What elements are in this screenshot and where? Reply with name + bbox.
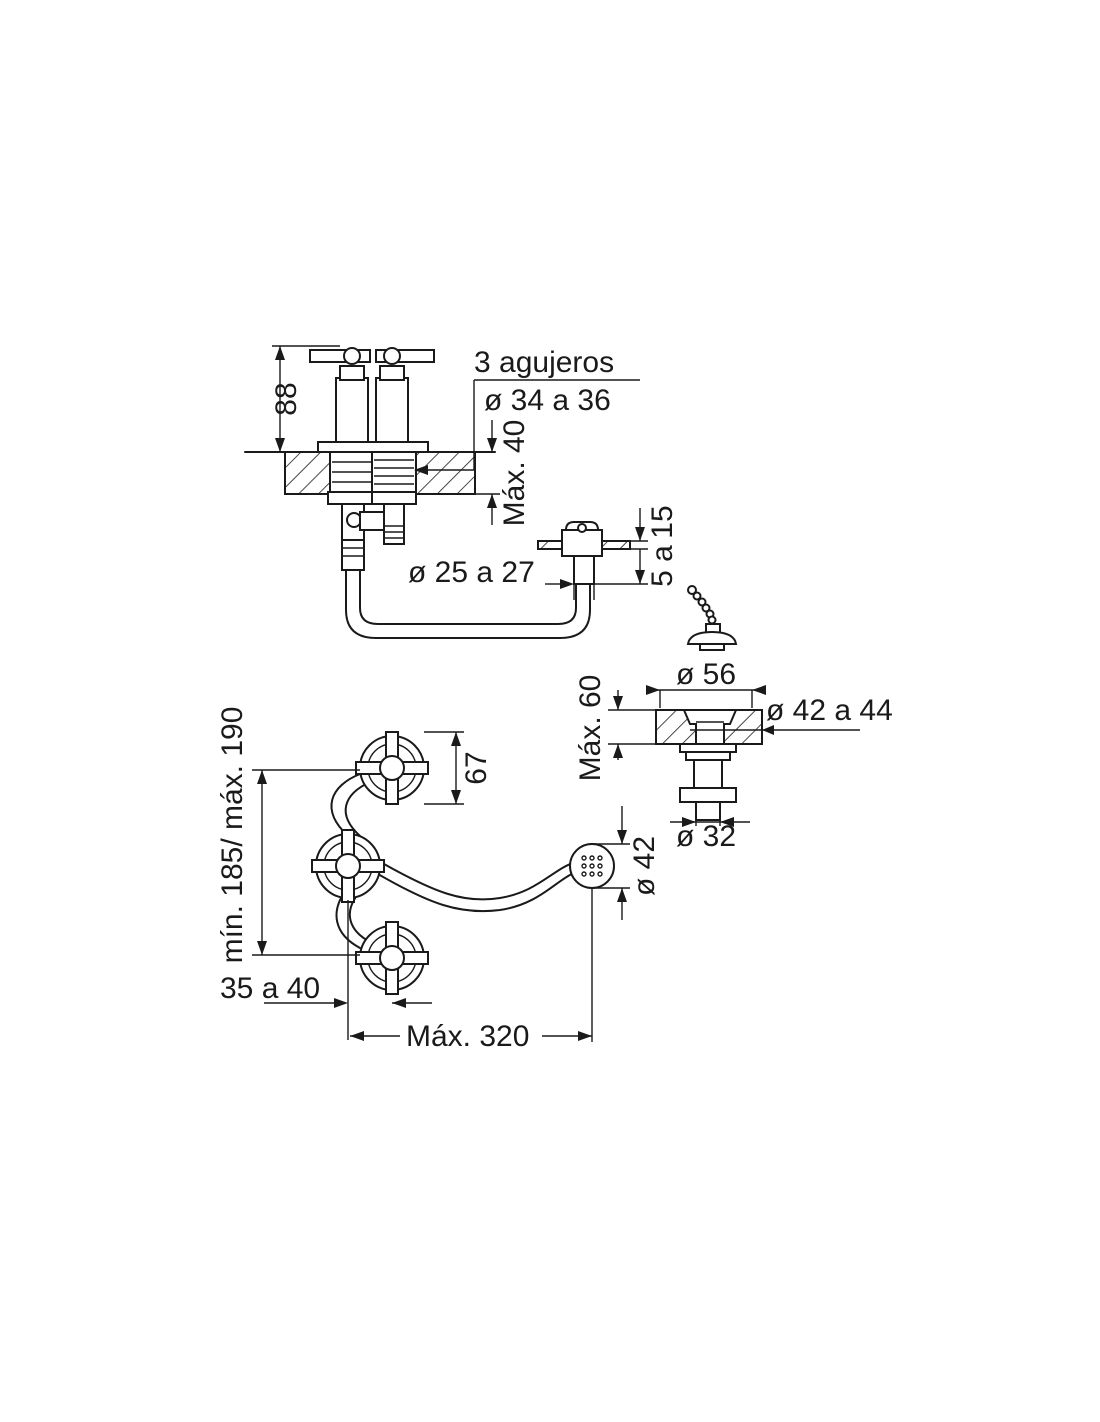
- label-dia-32: ø 32: [676, 820, 736, 853]
- cross-handle-top: [355, 731, 429, 805]
- drain-section: [608, 685, 860, 827]
- label-5-a: 5 a: [646, 545, 679, 587]
- cross-handle-bottom: [355, 921, 429, 995]
- side-view-valves: [244, 347, 640, 639]
- label-67: 67: [460, 751, 493, 784]
- label-dia-42-44: ø 42 a 44: [766, 694, 893, 727]
- label-dia-34-36: ø 34 a 36: [484, 384, 611, 417]
- label-min-max-spacing: mín. 185/ máx. 190: [216, 707, 249, 964]
- drain-plan: [569, 843, 615, 889]
- plan-view: [252, 731, 630, 1042]
- label-dia-56: ø 56: [676, 658, 736, 691]
- label-dia-42: ø 42: [628, 836, 661, 896]
- label-max-60: Máx. 60: [574, 675, 607, 782]
- label-dia-25-27: ø 25 a 27: [408, 556, 535, 589]
- dimension-max-40: Máx. 40: [475, 420, 531, 527]
- plug-with-chain: [686, 585, 738, 651]
- label-3-agujeros: 3 agujeros: [474, 346, 614, 379]
- label-max-320: Máx. 320: [406, 1020, 529, 1053]
- label-15: 15: [646, 505, 679, 538]
- label-88: 88: [270, 382, 303, 415]
- label-35-40: 35 a 40: [220, 972, 320, 1005]
- cross-handle-middle: [311, 829, 385, 903]
- dimension-88: 88: [270, 345, 340, 452]
- label-max-40: Máx. 40: [498, 420, 531, 527]
- side-view-drain: [537, 508, 648, 600]
